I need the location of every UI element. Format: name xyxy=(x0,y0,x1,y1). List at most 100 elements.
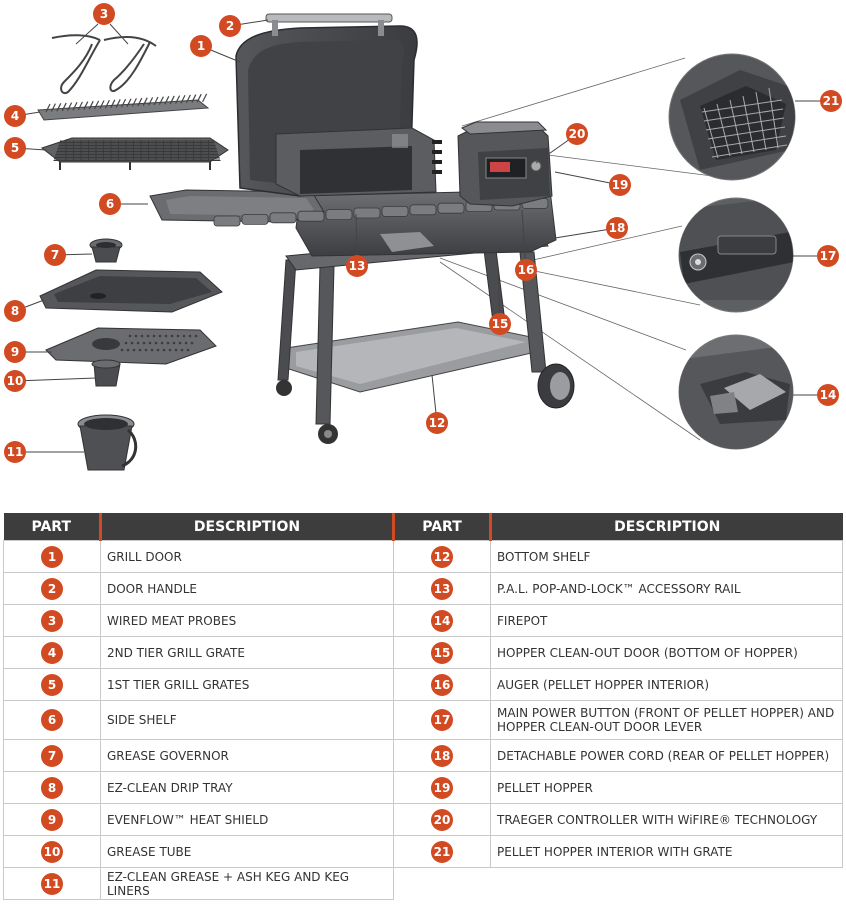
part-number-badge: 6 xyxy=(41,709,63,731)
part-number-badge: 14 xyxy=(431,609,453,632)
part-number-badge: 16 xyxy=(431,673,453,696)
callout-badge: 6 xyxy=(99,193,121,215)
part-number-cell: 9 xyxy=(3,803,101,836)
callout-number: 14 xyxy=(820,388,837,402)
part-description-cell: PELLET HOPPER xyxy=(490,771,843,804)
part-number-cell: 10 xyxy=(3,835,101,868)
callout-number: 20 xyxy=(569,127,586,141)
callout-number: 21 xyxy=(823,94,840,108)
heat-shield-drawing xyxy=(45,327,217,365)
part-number-cell: 21 xyxy=(393,835,491,868)
probe-leader-lines xyxy=(75,23,129,45)
part-number-badge: 5 xyxy=(41,673,63,696)
part-number-cell: 4 xyxy=(3,636,101,669)
callout-badge: 14 xyxy=(817,384,839,406)
first-tier-grates-drawing xyxy=(40,137,229,170)
part-number-badge: 1 xyxy=(41,545,63,568)
header-description-right: DESCRIPTION xyxy=(490,513,843,541)
callout-leader-line xyxy=(14,377,97,382)
part-number-badge: 15 xyxy=(431,641,453,664)
part-number-cell: 19 xyxy=(393,771,491,804)
callout-number: 16 xyxy=(518,263,535,277)
callout-badge: 3 xyxy=(93,3,115,25)
grease-keg-drawing xyxy=(77,414,138,471)
callout-number: 2 xyxy=(226,19,234,33)
empty-cell xyxy=(394,868,491,900)
part-description-cell: BOTTOM SHELF xyxy=(490,540,843,573)
callout-badge: 20 xyxy=(566,123,588,145)
table-header-row: PART DESCRIPTION PART DESCRIPTION xyxy=(3,513,843,541)
part-number-badge: 2 xyxy=(41,577,63,600)
part-number-badge: 21 xyxy=(431,840,453,863)
second-tier-grate-drawing xyxy=(37,93,210,121)
part-number-cell: 14 xyxy=(393,604,491,637)
part-number-cell: 6 xyxy=(3,700,101,740)
part-description-cell: GRILL DOOR xyxy=(100,540,394,573)
part-description-cell: HOPPER CLEAN-OUT DOOR (BOTTOM OF HOPPER) xyxy=(490,636,843,669)
callout-number: 8 xyxy=(11,304,19,318)
table-row: 11 EZ-CLEAN GREASE + ASH KEG AND KEG LINE… xyxy=(3,867,843,900)
part-description-cell: MAIN POWER BUTTON (FRONT OF PELLET HOPPE… xyxy=(490,700,843,740)
part-number-cell: 15 xyxy=(393,636,491,669)
part-description-cell: SIDE SHELF xyxy=(100,700,394,740)
part-number-badge: 17 xyxy=(431,709,453,731)
part-number-cell: 8 xyxy=(3,771,101,804)
callout-badge: 17 xyxy=(817,245,839,267)
grill-main-drawing xyxy=(149,13,575,444)
part-description-cell: DOOR HANDLE xyxy=(100,572,394,605)
part-number-cell: 17 xyxy=(393,700,491,740)
callout-badge: 21 xyxy=(820,90,842,112)
callout-number: 11 xyxy=(7,445,24,459)
part-number-cell: 11 xyxy=(3,867,101,900)
callout-badge: 2 xyxy=(219,15,241,37)
meat-probes-drawing xyxy=(51,34,157,94)
part-number-cell: 18 xyxy=(393,739,491,772)
callout-badge: 10 xyxy=(4,370,26,392)
zoom-firepot xyxy=(678,334,794,450)
callout-number: 4 xyxy=(11,109,19,123)
callout-badge: 5 xyxy=(4,137,26,159)
callout-number: 19 xyxy=(612,178,629,192)
callout-badge: 19 xyxy=(609,174,631,196)
part-number-cell: 16 xyxy=(393,668,491,701)
callout-number: 17 xyxy=(820,249,837,263)
zoom-hopper-interior xyxy=(668,53,796,181)
parts-table: PART DESCRIPTION PART DESCRIPTION 1 GRILL… xyxy=(3,513,843,900)
callout-badge: 16 xyxy=(515,259,537,281)
callout-number: 3 xyxy=(100,7,108,21)
part-number-cell: 13 xyxy=(393,572,491,605)
part-description-cell: DETACHABLE POWER CORD (REAR OF PELLET HO… xyxy=(490,739,843,772)
part-number-badge: 7 xyxy=(41,744,63,767)
part-description-cell: GREASE TUBE xyxy=(100,835,394,868)
part-number-badge: 9 xyxy=(41,808,63,831)
header-part-left: PART xyxy=(3,513,102,541)
part-description-cell: 2ND TIER GRILL GRATE xyxy=(100,636,394,669)
part-number-cell: 20 xyxy=(393,803,491,836)
callout-badge: 4 xyxy=(4,105,26,127)
part-number-badge: 19 xyxy=(431,776,453,799)
header-description-left: DESCRIPTION xyxy=(100,513,395,541)
part-description-cell: TRAEGER CONTROLLER WITH WiFIRE® TECHNOLO… xyxy=(490,803,843,836)
callout-badge: 9 xyxy=(4,341,26,363)
callout-number: 10 xyxy=(7,374,24,388)
part-description-cell: GREASE GOVERNOR xyxy=(100,739,394,772)
part-description-cell: EVENFLOW™ HEAT SHIELD xyxy=(100,803,394,836)
part-number-cell: 5 xyxy=(3,668,101,701)
header-part-right: PART xyxy=(393,513,492,541)
callout-number: 15 xyxy=(492,317,509,331)
callout-number: 12 xyxy=(429,416,446,430)
callout-number: 9 xyxy=(11,345,19,359)
part-number-badge: 11 xyxy=(41,872,63,895)
zoom-power-button xyxy=(678,197,794,313)
part-description-cell: EZ-CLEAN GREASE + ASH KEG AND KEG LINERS xyxy=(100,867,394,900)
part-description-cell: 1ST TIER GRILL GRATES xyxy=(100,668,394,701)
part-number-cell: 12 xyxy=(393,540,491,573)
part-number-cell: 1 xyxy=(3,540,101,573)
